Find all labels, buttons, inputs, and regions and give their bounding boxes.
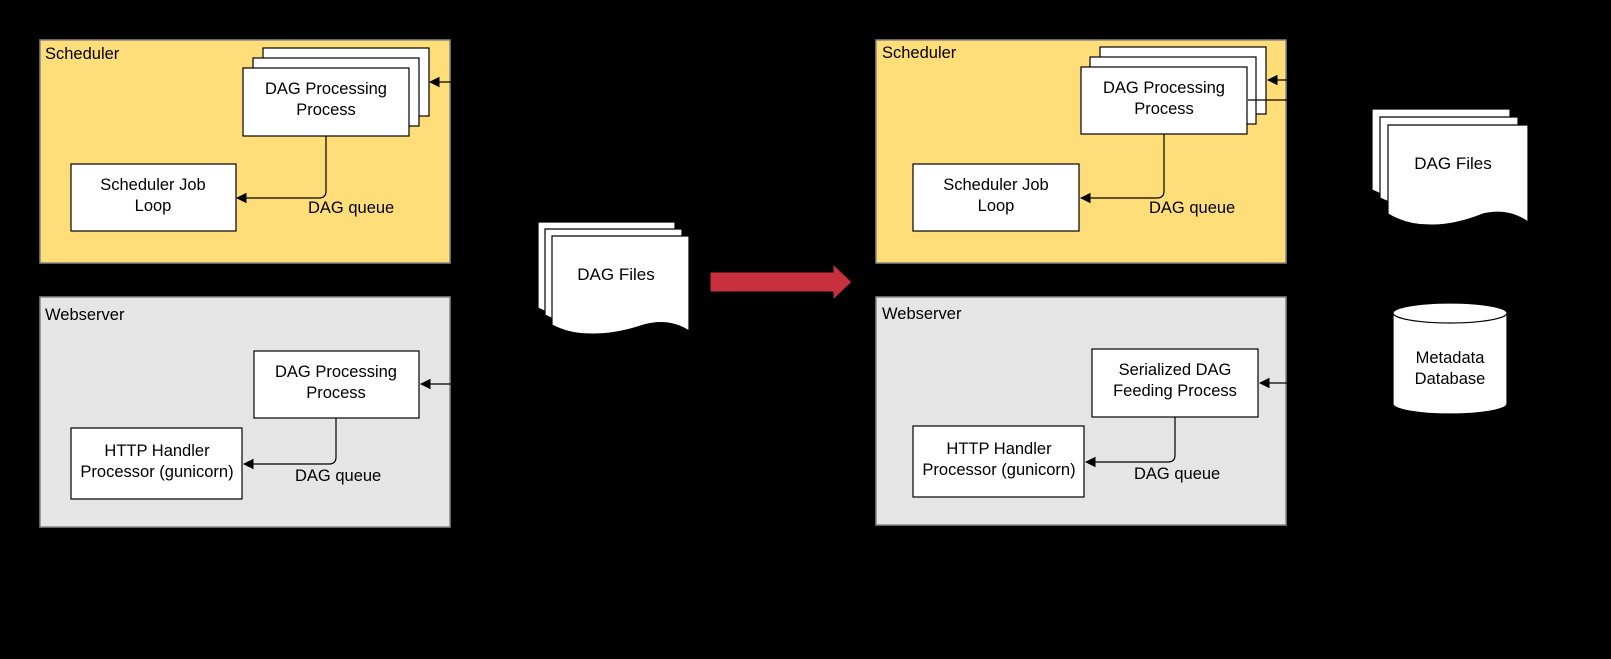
center-dag-files-label: DAG Files bbox=[577, 265, 654, 284]
before-webserver-http-handler-box: HTTP Handler Processor (gunicorn) bbox=[70, 427, 243, 500]
before-scheduler-queue-label: DAG queue bbox=[308, 199, 394, 217]
before-webserver-http-line1: HTTP Handler bbox=[104, 442, 210, 460]
after-scheduler-job-loop-line2: Loop bbox=[978, 197, 1015, 215]
before-scheduler-dag-processing-line1: DAG Processing bbox=[265, 80, 387, 98]
after-webserver-queue-label: DAG queue bbox=[1134, 465, 1220, 483]
before-webserver-dag-processing-line1: DAG Processing bbox=[275, 363, 397, 381]
after-scheduler-queue-arrow bbox=[1079, 134, 1165, 204]
before-webserver-queue-arrow bbox=[242, 418, 337, 470]
after-scheduler-job-loop-box: Scheduler Job Loop bbox=[912, 163, 1080, 232]
metadata-database-cylinder: Metadata Database bbox=[1392, 302, 1508, 415]
before-scheduler-job-loop-line2: Loop bbox=[135, 197, 172, 215]
before-webserver-title: Webserver bbox=[45, 306, 125, 324]
before-scheduler-container: Scheduler DAG Processing Process Schedul… bbox=[39, 39, 452, 264]
before-webserver-http-line2: Processor (gunicorn) bbox=[80, 463, 233, 481]
after-webserver-feeding-line1: Serialized DAG bbox=[1119, 361, 1232, 379]
before-scheduler-queue-arrow bbox=[235, 136, 327, 204]
after-scheduler-dag-processing-box: DAG Processing Process bbox=[1080, 46, 1267, 135]
after-scheduler-container: Scheduler DAG Processing Process Schedul… bbox=[875, 39, 1296, 264]
after-scheduler-job-loop-line1: Scheduler Job bbox=[943, 176, 1049, 194]
after-webserver-queue-arrow bbox=[1084, 417, 1176, 468]
after-dag-files-label: DAG Files bbox=[1414, 154, 1491, 173]
after-scheduler-dag-processing-line1: DAG Processing bbox=[1103, 79, 1225, 97]
metadata-database-line2: Database bbox=[1415, 370, 1486, 388]
after-webserver-http-handler-box: HTTP Handler Processor (gunicorn) bbox=[912, 425, 1085, 498]
after-webserver-http-line1: HTTP Handler bbox=[946, 440, 1052, 458]
before-scheduler-job-loop-box: Scheduler Job Loop bbox=[70, 163, 237, 232]
metadata-database-line1: Metadata bbox=[1416, 349, 1486, 367]
after-scheduler-title: Scheduler bbox=[882, 44, 957, 62]
transition-arrow bbox=[709, 262, 853, 302]
after-webserver-container: Webserver Serialized DAG Feeding Process… bbox=[875, 296, 1295, 526]
after-scheduler-dag-processing-line2: Process bbox=[1134, 100, 1194, 118]
before-webserver-dag-processing-line2: Process bbox=[306, 384, 366, 402]
before-webserver-queue-label: DAG queue bbox=[295, 467, 381, 485]
before-scheduler-dag-processing-line2: Process bbox=[296, 101, 356, 119]
after-webserver-feeding-line2: Feeding Process bbox=[1113, 382, 1237, 400]
before-webserver-dag-processing-box: DAG Processing Process bbox=[253, 350, 420, 419]
after-webserver-title: Webserver bbox=[882, 305, 962, 323]
before-scheduler-job-loop-line1: Scheduler Job bbox=[100, 176, 206, 194]
after-dag-files-doc: DAG Files bbox=[1371, 108, 1529, 226]
before-webserver-container: Webserver DAG Processing Process HTTP Ha… bbox=[39, 296, 452, 528]
after-webserver-serialized-feeding-box: Serialized DAG Feeding Process bbox=[1091, 348, 1259, 418]
after-webserver-http-line2: Processor (gunicorn) bbox=[922, 461, 1075, 479]
center-dag-files-doc: DAG Files bbox=[537, 221, 690, 335]
after-scheduler-queue-label: DAG queue bbox=[1149, 199, 1235, 217]
before-scheduler-dag-processing-box: DAG Processing Process bbox=[242, 47, 430, 137]
before-scheduler-title: Scheduler bbox=[45, 45, 120, 63]
